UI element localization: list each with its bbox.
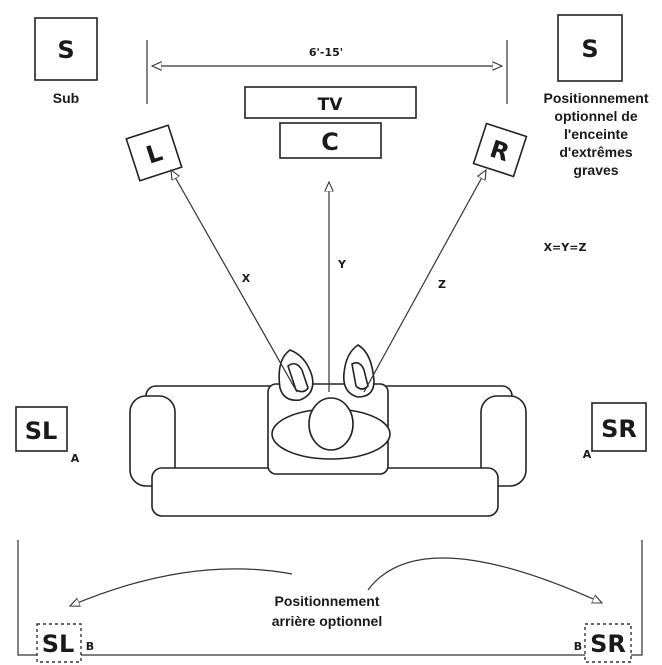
pos-b-left-label: B (86, 640, 94, 653)
surround-left-label: SL (25, 417, 58, 445)
left-speaker: L (125, 124, 183, 182)
z-label: Z (438, 278, 446, 291)
y-label: Y (337, 258, 347, 271)
x-label: X (242, 272, 251, 285)
svg-text:Positionnement: Positionnement (543, 90, 648, 106)
sub-right-speaker: S (557, 14, 623, 82)
tv-box: TV (244, 86, 417, 119)
sub-left-speaker: S (34, 17, 98, 81)
listener (271, 344, 391, 460)
surround-right-speaker: SR A (583, 402, 647, 461)
rear-left-speaker: SL B (36, 623, 94, 663)
pos-a-right-label: A (583, 448, 592, 461)
sofa (129, 383, 527, 517)
pos-a-left-label: A (71, 452, 80, 465)
right-speaker: R (472, 122, 528, 178)
sub-right-label: S (581, 35, 598, 63)
distance-label: 6'-15' (309, 46, 343, 59)
rear-right-speaker: SR B (574, 623, 632, 663)
center-speaker: C (279, 122, 382, 159)
distance-indicator: 6'-15' (146, 40, 508, 104)
rear-optional-note: Positionnement arrière optionnel (272, 593, 382, 629)
sub-left-label: S (57, 36, 74, 64)
center-label: C (321, 128, 339, 156)
sub-optional-note: Positionnement optionnel de l'enceinte d… (543, 90, 648, 178)
rear-arrows (70, 557, 602, 606)
svg-text:arrière optionnel: arrière optionnel (272, 613, 382, 629)
surround-right-label: SR (601, 415, 637, 443)
svg-text:d'extrêmes: d'extrêmes (559, 144, 633, 160)
sub-caption: Sub (53, 90, 79, 106)
tv-label: TV (318, 95, 344, 115)
rear-optional-frame (17, 540, 643, 656)
rear-left-label: SL (42, 630, 75, 658)
rear-right-label: SR (590, 630, 626, 658)
svg-text:Positionnement: Positionnement (274, 593, 379, 609)
surround-left-speaker: SL A (15, 406, 80, 465)
pos-b-right-label: B (574, 640, 582, 653)
equation-label: X=Y=Z (544, 241, 587, 254)
svg-text:optionnel de: optionnel de (554, 108, 637, 124)
svg-text:graves: graves (573, 162, 618, 178)
listening-lines: X Y Z (171, 170, 486, 393)
svg-text:l'enceinte: l'enceinte (564, 126, 628, 142)
